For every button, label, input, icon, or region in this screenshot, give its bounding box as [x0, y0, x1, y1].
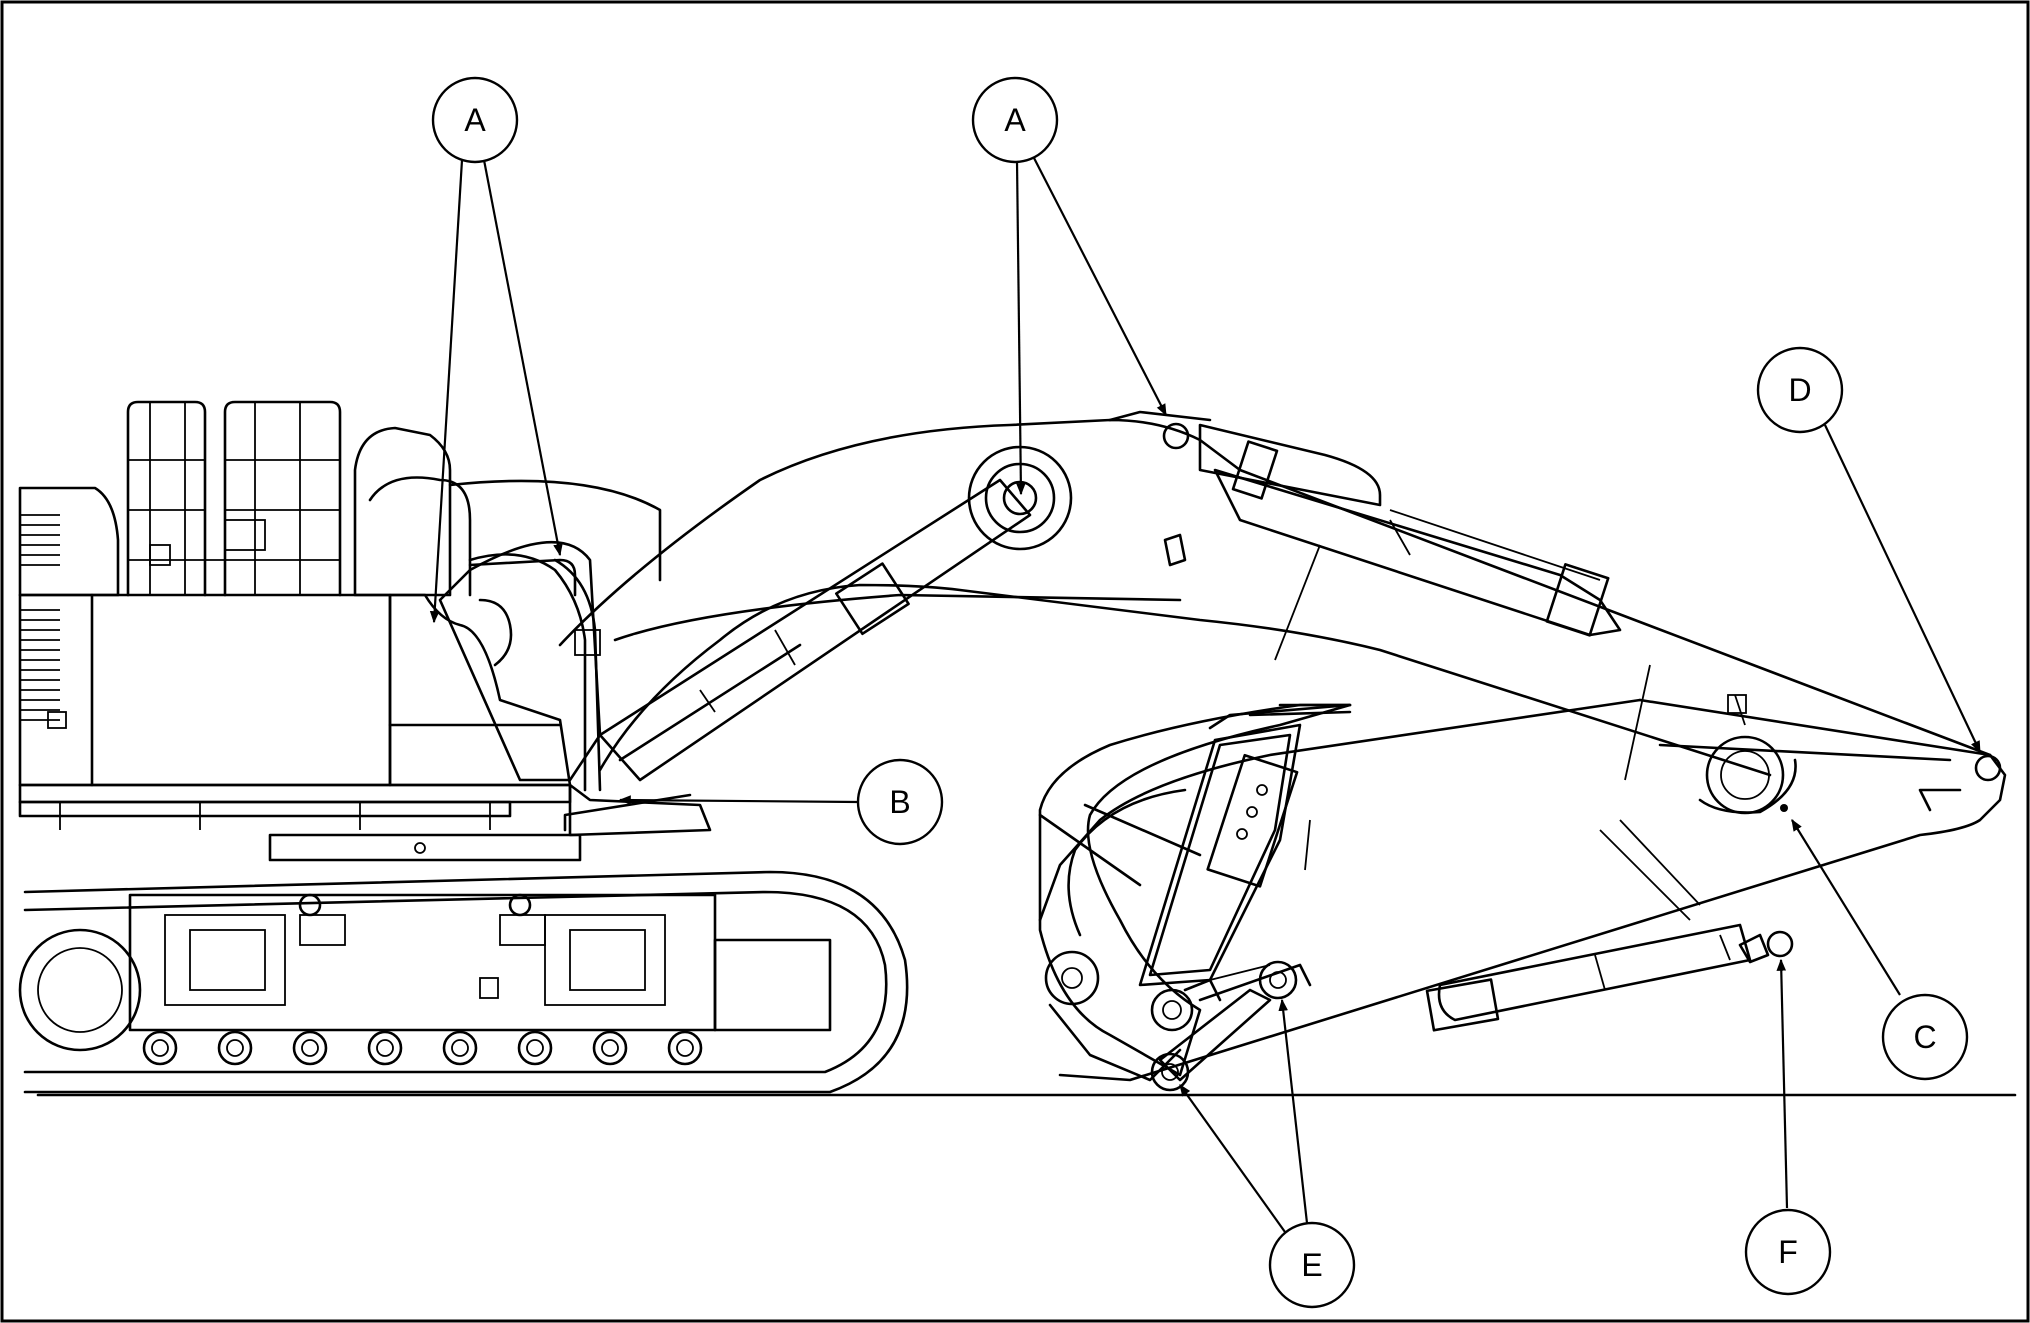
arm: [1038, 422, 2007, 1082]
boom: [558, 410, 1997, 781]
callout-e-label: E: [1301, 1247, 1322, 1283]
handrails: [126, 400, 342, 597]
callout-d: D: [1756, 346, 1844, 434]
callout-f-label: F: [1778, 1234, 1798, 1270]
callout-b: B: [856, 758, 944, 846]
callout-a-upper: A: [431, 76, 519, 164]
callout-a-boom: A: [971, 76, 1059, 164]
upper-structure: [18, 400, 712, 837]
boom-cylinder: [598, 478, 1032, 782]
callout-c: C: [1881, 993, 1969, 1081]
bucket: [1038, 703, 1352, 1092]
callout-d-label: D: [1788, 372, 1811, 408]
callout-a-boom-label: A: [1004, 102, 1026, 138]
callout-a-upper-label: A: [464, 102, 486, 138]
callout-b-label: B: [889, 784, 910, 820]
leader-lines: [429, 157, 1981, 1233]
callout-e: E: [1268, 1221, 1356, 1309]
arm-cylinder: [1198, 423, 1622, 637]
grill: [20, 514, 60, 721]
callout-c-label: C: [1913, 1019, 1936, 1055]
track-rollers: [142, 1030, 703, 1066]
callout-f: F: [1744, 1208, 1832, 1296]
undercarriage: [18, 833, 909, 1094]
bucket-cylinder: [1425, 923, 1770, 1032]
